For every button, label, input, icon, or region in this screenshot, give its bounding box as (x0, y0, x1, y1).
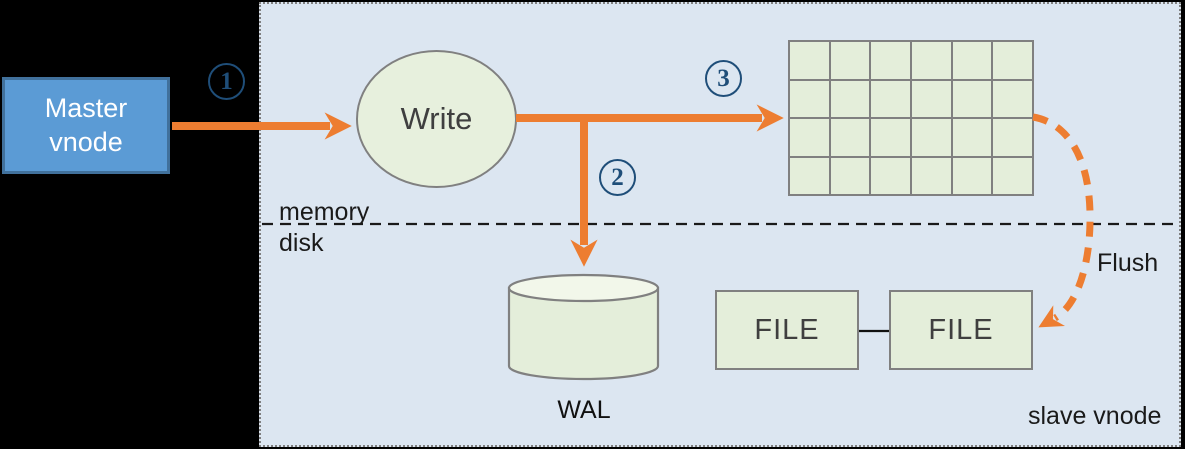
memtable-cell (790, 80, 829, 117)
memtable-cell (952, 119, 992, 156)
file-node-left: FILE (715, 290, 859, 370)
flush-label: Flush (1097, 249, 1159, 277)
memtable-cell (993, 42, 1032, 79)
memtable-cell (912, 157, 951, 194)
memtable-cell (790, 42, 829, 79)
memtable-cell (993, 80, 1032, 117)
step-1-badge: 1 (208, 63, 245, 100)
memtable-cell (830, 80, 870, 117)
memtable-cell (830, 119, 870, 156)
write-label: Write (400, 101, 473, 136)
memtable-cell (871, 80, 910, 117)
step-3-badge: 3 (705, 60, 742, 97)
file-left-label: FILE (754, 313, 820, 346)
step-1-number: 1 (220, 67, 233, 95)
memtable-cell (830, 42, 870, 79)
memtable-grid (788, 40, 1034, 196)
memtable-cell (871, 119, 910, 156)
memtable-cell (912, 119, 951, 156)
file-right-label: FILE (928, 313, 994, 346)
step-3-number: 3 (717, 64, 730, 92)
memory-label: memory (279, 198, 370, 226)
memtable-cell (993, 119, 1032, 156)
slave-vnode-label: slave vnode (1028, 402, 1162, 430)
memtable-cell (790, 157, 829, 194)
memtable-cell (871, 42, 910, 79)
memtable-cell (912, 42, 951, 79)
memtable-cell (912, 80, 951, 117)
step-2-badge: 2 (599, 159, 636, 196)
write-node: Write (356, 50, 517, 188)
memtable-cell (790, 119, 829, 156)
memtable-cell (871, 157, 910, 194)
memtable-cell (952, 42, 992, 79)
step-2-number: 2 (611, 163, 624, 191)
memtable-cell (993, 157, 1032, 194)
wal-label: WAL (557, 396, 611, 424)
memtable-cell (952, 80, 992, 117)
master-vnode-label: Master vnode (44, 92, 128, 157)
file-node-right: FILE (889, 290, 1033, 370)
master-vnode-node: Master vnode (2, 77, 170, 174)
memtable-cell (830, 157, 870, 194)
memtable-cell (952, 157, 992, 194)
disk-label: disk (279, 229, 324, 257)
